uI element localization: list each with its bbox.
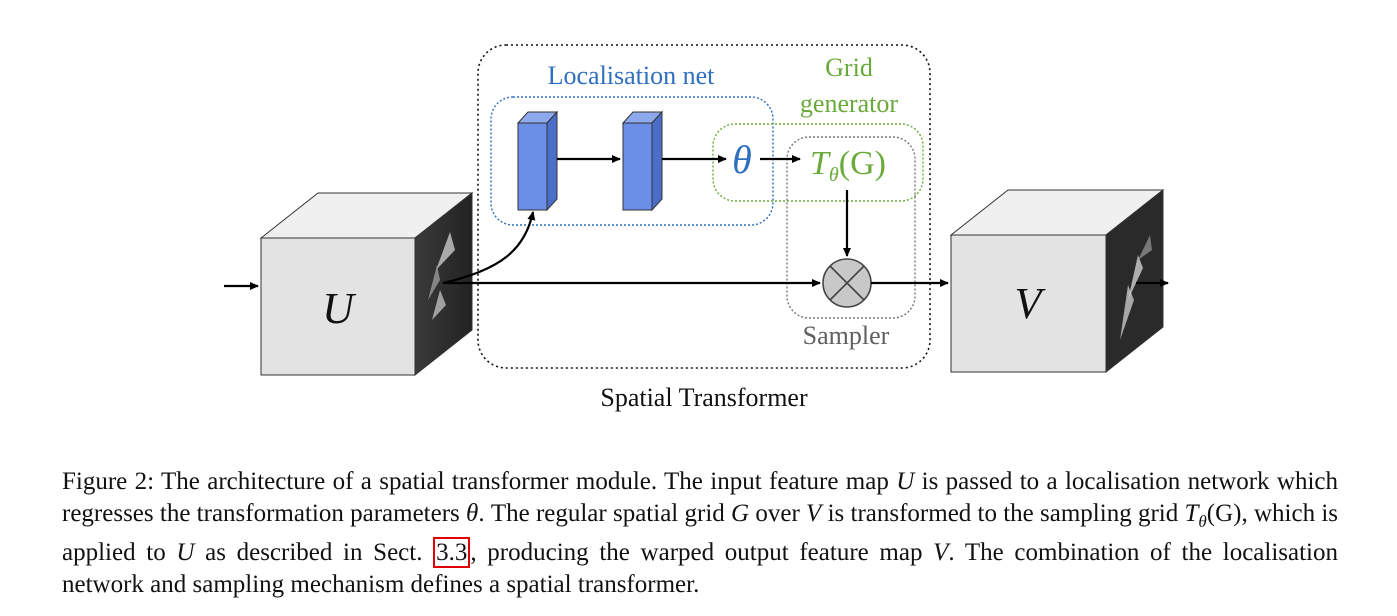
caption-text-5: is transformed to the sampling grid <box>821 499 1185 527</box>
localisation-net-label: Localisation net <box>548 61 716 90</box>
caption-text-1: The architecture of a spatial transforme… <box>154 468 897 495</box>
caption-G: G <box>731 499 750 527</box>
caption-T: T <box>1184 499 1199 527</box>
localisation-net-box <box>490 96 774 226</box>
caption-text-8: , producing the warped output feature ma… <box>470 539 934 566</box>
caption-U-2: U <box>176 539 195 566</box>
transform-expression: Tθ(G) <box>810 145 886 186</box>
caption-text-4: over <box>749 499 807 527</box>
output-feature-map-cube <box>949 188 1165 374</box>
input-symbol-U: U <box>322 284 357 333</box>
caption-text-2: is passed to a localisation network whic… <box>62 468 1338 527</box>
output-symbol-V: V <box>1015 279 1047 328</box>
figure-caption: Figure 2: The architecture of a spatial … <box>62 466 1338 600</box>
grid-generator-label-1: Grid <box>825 53 873 82</box>
sampler-box <box>786 136 916 319</box>
layer-block-1 <box>516 110 559 212</box>
arrow-U-to-localisation <box>442 211 536 285</box>
spatial-transformer-label: Spatial Transformer <box>600 383 808 412</box>
transform-arg: (G) <box>839 145 886 182</box>
caption-text-6: , which is applied to <box>62 499 1338 567</box>
input-feature-map-cube <box>259 191 474 377</box>
section-reference-link[interactable]: 3.3 <box>433 537 471 568</box>
caption-text-9: . The combination of the localisation ne… <box>62 539 1339 598</box>
figure-label: Figure 2: <box>62 468 155 495</box>
caption-U: U <box>896 468 915 495</box>
grid-generator-box <box>712 123 924 202</box>
layer-block-2 <box>621 110 664 212</box>
caption-T-sub: θ <box>1198 511 1207 531</box>
caption-T-arg: (G) <box>1206 499 1242 527</box>
theta-symbol: θ <box>732 137 752 182</box>
transform-T: T <box>810 145 831 182</box>
transform-sub: θ <box>829 164 839 186</box>
caption-theta: θ <box>466 499 479 527</box>
architecture-diagram: Spatial Transformer Localisation net Gri… <box>224 44 1169 412</box>
caption-V: V <box>806 499 822 527</box>
sampler-label: Sampler <box>803 321 890 350</box>
caption-text-3: . The regular spatial grid <box>478 499 732 527</box>
grid-generator-label-2: generator <box>800 89 899 118</box>
caption-V-2: V <box>933 539 949 566</box>
caption-text-7: as described in Sect. <box>194 539 434 566</box>
sampler-operator <box>822 258 872 308</box>
